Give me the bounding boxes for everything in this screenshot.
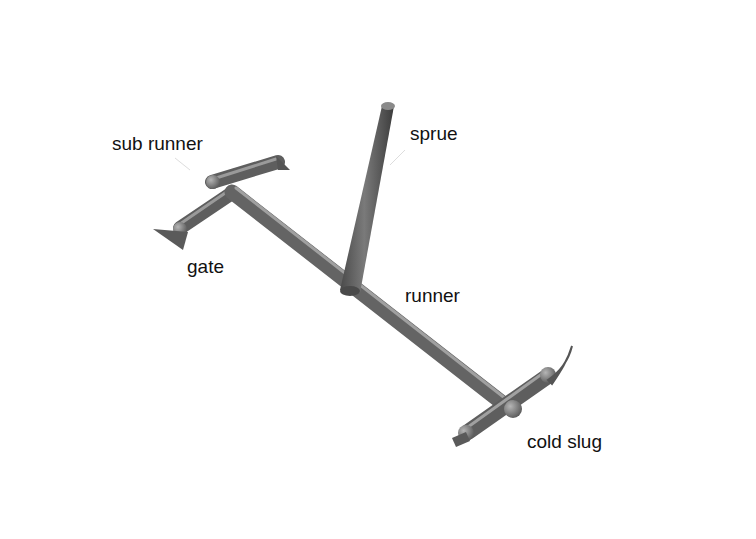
part-label: sub runner [112, 134, 203, 155]
part-label: sprue [410, 124, 458, 145]
leader-line [390, 150, 405, 165]
part-label: gate [187, 257, 224, 278]
sprue-cone [340, 102, 395, 296]
leader-line [175, 158, 190, 170]
part-label: cold slug [527, 432, 602, 453]
part-label: runner [405, 286, 460, 307]
gate-shape [153, 229, 188, 250]
